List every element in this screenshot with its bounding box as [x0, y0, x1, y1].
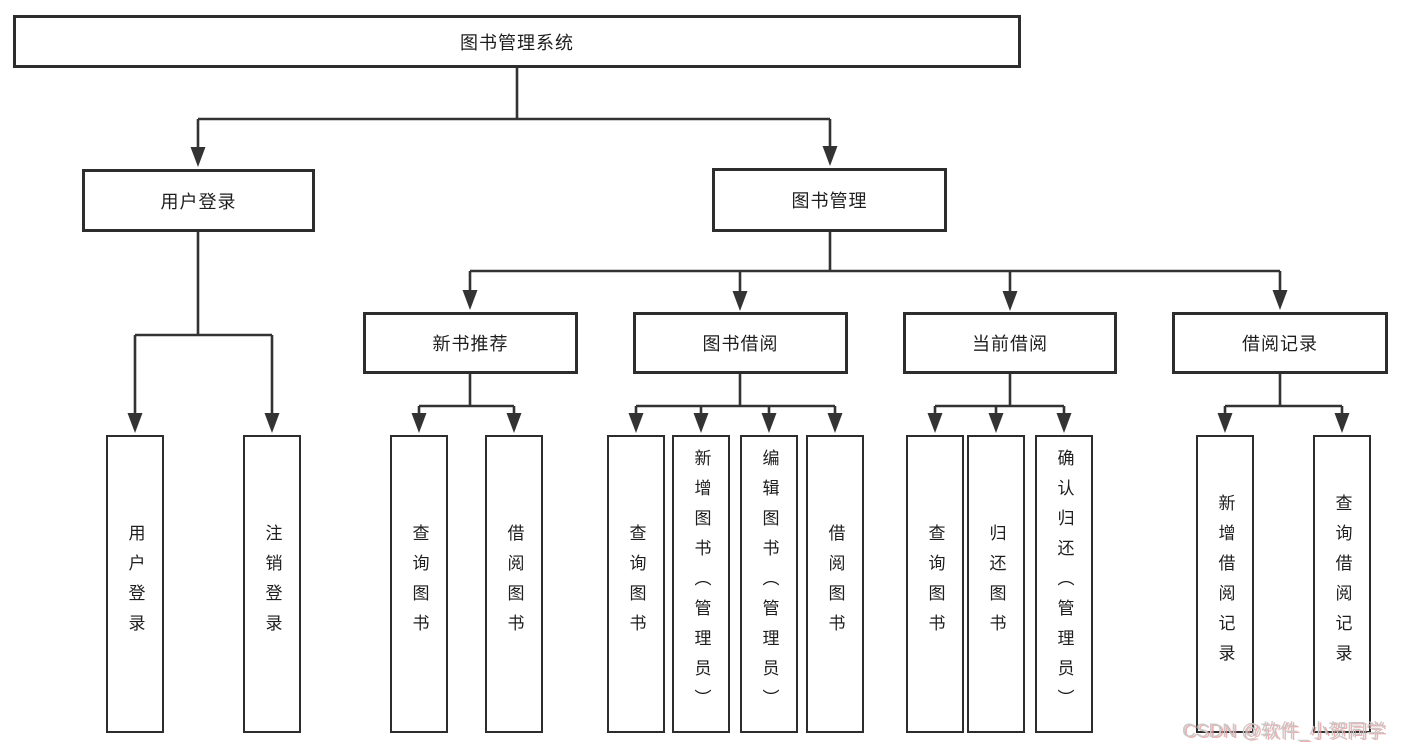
connector-new-book-recommend-to-leaves — [411, 374, 522, 433]
node-book-borrow: 图书借阅 — [633, 312, 848, 374]
connector-current-borrow-to-leaves — [927, 374, 1072, 433]
node-root-library-system: 图书管理系统 — [13, 15, 1021, 68]
node-new-book-recommend-label: 新书推荐 — [432, 334, 509, 354]
leaf-current-query-books-label: 查询图书 — [925, 524, 945, 644]
leaf-recommend-query-books: 查询图书 — [390, 435, 448, 733]
leaf-current-confirm-return-admin-label: 确认归还（管理员） — [1054, 449, 1074, 719]
leaf-borrow-edit-books-admin: 编辑图书（管理员） — [740, 435, 798, 733]
node-book-management-label: 图书管理 — [791, 191, 868, 211]
leaf-borrow-query-books-label: 查询图书 — [626, 524, 646, 644]
node-new-book-recommend: 新书推荐 — [363, 312, 578, 374]
node-user-login: 用户登录 — [82, 169, 315, 232]
leaf-borrow-add-books-admin: 新增图书（管理员） — [672, 435, 730, 733]
leaf-borrow-query-books: 查询图书 — [607, 435, 665, 733]
leaf-records-query-borrow-record: 查询借阅记录 — [1313, 435, 1371, 733]
csdn-watermark: CSDN @软件_小贺同学 — [1182, 721, 1385, 742]
connector-borrow-records-to-leaves — [1217, 373, 1350, 433]
node-root-label: 图书管理系统 — [460, 32, 574, 53]
leaf-user-login-label: 用户登录 — [125, 524, 145, 644]
node-borrow-records-label: 借阅记录 — [1242, 334, 1318, 354]
leaf-recommend-borrow-books: 借阅图书 — [485, 435, 543, 733]
leaf-user-login: 用户登录 — [106, 435, 164, 733]
connector-book-borrow-to-leaves — [628, 374, 843, 433]
connector-user-login-to-leaves — [127, 232, 280, 433]
node-borrow-records: 借阅记录 — [1172, 312, 1388, 374]
leaf-recommend-query-books-label: 查询图书 — [409, 524, 429, 644]
leaf-borrow-borrow-books: 借阅图书 — [806, 435, 864, 733]
leaf-borrow-edit-books-admin-label: 编辑图书（管理员） — [759, 449, 779, 719]
leaf-current-return-books-label: 归还图书 — [986, 524, 1006, 644]
leaf-current-return-books: 归还图书 — [967, 435, 1025, 733]
leaf-records-query-borrow-record-label: 查询借阅记录 — [1332, 494, 1352, 674]
leaf-borrow-add-books-admin-label: 新增图书（管理员） — [691, 449, 711, 719]
node-current-borrow-label: 当前借阅 — [972, 334, 1048, 354]
node-user-login-label: 用户登录 — [160, 191, 237, 212]
leaf-current-query-books: 查询图书 — [906, 435, 964, 733]
node-book-borrow-label: 图书借阅 — [702, 334, 779, 354]
leaf-records-add-borrow-record-label: 新增借阅记录 — [1215, 494, 1235, 674]
leaf-current-confirm-return-admin: 确认归还（管理员） — [1035, 435, 1093, 733]
node-book-management: 图书管理 — [712, 168, 947, 232]
leaf-recommend-borrow-books-label: 借阅图书 — [504, 524, 524, 644]
leaf-logout-label: 注销登录 — [262, 524, 282, 644]
leaf-borrow-borrow-books-label: 借阅图书 — [825, 524, 845, 644]
node-current-borrow: 当前借阅 — [903, 312, 1117, 374]
leaf-logout: 注销登录 — [243, 435, 301, 733]
connector-root-to-level1 — [190, 68, 838, 167]
leaf-records-add-borrow-record: 新增借阅记录 — [1196, 435, 1254, 733]
connector-book-management-to-level2 — [462, 232, 1288, 311]
